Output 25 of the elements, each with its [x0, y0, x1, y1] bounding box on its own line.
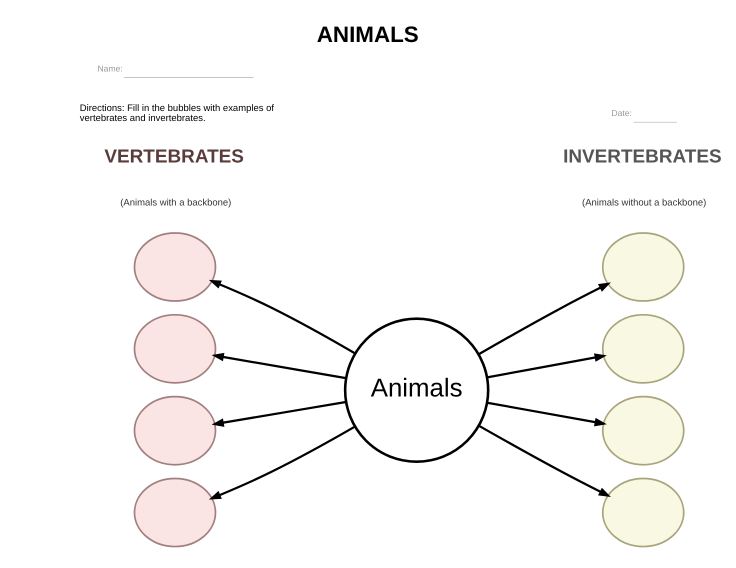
- arrow: [478, 424, 611, 498]
- label: Name:: [97, 63, 123, 74]
- arrow: [212, 400, 346, 427]
- label: (Animals with a backbone): [120, 198, 232, 209]
- node-circle: [134, 232, 216, 302]
- node-circle: [602, 314, 685, 384]
- label: INVERTEBRATES: [563, 146, 722, 168]
- node-circle: [134, 396, 216, 466]
- node-circle: Animals: [344, 317, 490, 463]
- label: Directions: Fill in the bubbles with examples of vertebrates and invertebrates.: [80, 102, 274, 124]
- arrow: [486, 353, 607, 378]
- arrow: [208, 280, 356, 354]
- label: Date:: [611, 108, 632, 118]
- node-circle: [134, 314, 216, 384]
- node-circle: [602, 232, 685, 302]
- arrow: [478, 282, 611, 356]
- diagram-title: ANIMALS: [316, 22, 419, 47]
- node-circle: [602, 478, 685, 548]
- label: (Animals without a backbone): [582, 198, 706, 209]
- label: VERTEBRATES: [104, 146, 244, 168]
- node-circle: [602, 396, 685, 466]
- arrow: [208, 426, 356, 500]
- arrow: [486, 402, 607, 426]
- arrow: [212, 352, 346, 380]
- node-circle: [134, 478, 216, 548]
